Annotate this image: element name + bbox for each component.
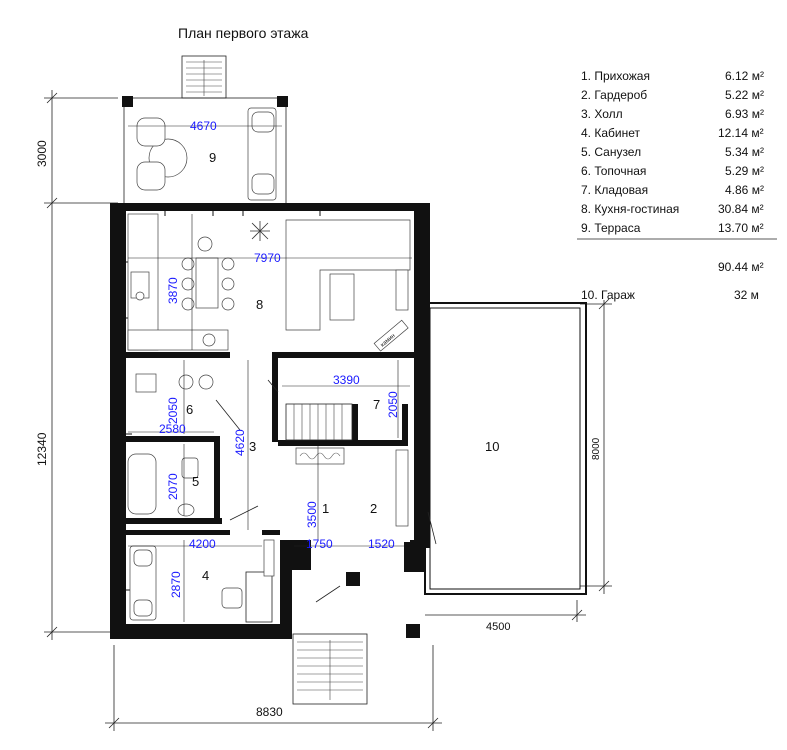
legend-room-name: 2. Гардероб bbox=[581, 88, 647, 102]
legend-room-area: 5.22 м² bbox=[725, 88, 764, 102]
office-depth-dim: 2870 bbox=[169, 571, 183, 598]
overall-height-dim: 12340 bbox=[35, 432, 49, 466]
legend-room-area: 13.70 м² bbox=[718, 221, 764, 235]
front-steps bbox=[292, 624, 420, 705]
legend-room-area: 12.14 м² bbox=[718, 126, 764, 140]
legend-room-name: 9. Терраса bbox=[581, 221, 641, 235]
kitchen-width-dim: 7970 bbox=[254, 251, 281, 265]
entry-length-dim: 3500 bbox=[305, 501, 319, 528]
area-legend: 1. Прихожая 6.12 м² 2. Гардероб 5.22 м² … bbox=[577, 69, 777, 302]
hall-length-dim: 4620 bbox=[233, 429, 247, 456]
room-number-4: 4 bbox=[202, 568, 209, 583]
legend-room-area: 30.84 м² bbox=[718, 202, 764, 216]
dimension-lines bbox=[44, 90, 612, 731]
room-number-2: 2 bbox=[370, 501, 377, 516]
room-number-5: 5 bbox=[192, 474, 199, 489]
legend-room-name: 5. Санузел bbox=[581, 145, 641, 159]
doors bbox=[215, 379, 437, 603]
entry-width-dim: 1750 bbox=[306, 537, 333, 551]
room-number-7: 7 bbox=[373, 397, 380, 412]
office-width-dim: 4200 bbox=[189, 537, 216, 551]
legend-garage-area: 32 м bbox=[734, 288, 759, 302]
garage bbox=[424, 302, 587, 595]
house-walls bbox=[110, 203, 430, 639]
legend-room-area: 5.29 м² bbox=[725, 164, 764, 178]
legend-room-name: 7. Кладовая bbox=[581, 183, 648, 197]
room-number-8: 8 bbox=[256, 297, 263, 312]
overall-width-dim: 8830 bbox=[256, 705, 283, 719]
plan-title: План первого этажа bbox=[178, 25, 309, 41]
room-number-10: 10 bbox=[485, 439, 499, 454]
boiler-depth-dim: 2050 bbox=[166, 397, 180, 424]
terrace-width-dim: 4670 bbox=[190, 119, 217, 133]
inner-dimension-lines bbox=[128, 125, 412, 622]
bath-depth-dim: 2070 bbox=[166, 473, 180, 500]
legend-room-area: 6.12 м² bbox=[725, 69, 764, 83]
pantry-depth-dim: 2050 bbox=[386, 391, 400, 418]
terrace bbox=[122, 55, 288, 205]
legend-room-name: 1. Прихожая bbox=[581, 69, 650, 83]
legend-total-area: 90.44 м² bbox=[718, 260, 764, 274]
terrace-depth-dim: 3000 bbox=[35, 140, 49, 167]
wardrobe-width-dim: 1520 bbox=[368, 537, 395, 551]
legend-room-area: 5.34 м² bbox=[725, 145, 764, 159]
garage-width-dim: 4500 bbox=[486, 621, 510, 633]
legend-room-area: 6.93 м² bbox=[725, 107, 764, 121]
garage-depth-dim: 8000 bbox=[591, 437, 602, 460]
boiler-room-equipment bbox=[135, 373, 214, 393]
room-number-1: 1 bbox=[322, 501, 329, 516]
kitchen-furniture: камин bbox=[127, 213, 411, 352]
stairs bbox=[285, 403, 353, 441]
legend-garage-name: 10. Гараж bbox=[581, 288, 635, 302]
room-number-9: 9 bbox=[209, 150, 216, 165]
room-number-6: 6 bbox=[186, 402, 193, 417]
legend-room-name: 4. Кабинет bbox=[581, 126, 640, 140]
legend-room-area: 4.86 м² bbox=[725, 183, 764, 197]
bathroom-fixtures bbox=[127, 453, 199, 517]
legend-room-name: 8. Кухня-гостиная bbox=[581, 202, 679, 216]
kitchen-depth-dim: 3870 bbox=[166, 277, 180, 304]
office-furniture bbox=[129, 539, 275, 623]
boiler-width-dim: 2580 bbox=[159, 422, 186, 436]
radiator bbox=[295, 447, 345, 465]
legend-room-name: 6. Топочная bbox=[581, 164, 646, 178]
wardrobe-shelves bbox=[395, 449, 409, 527]
legend-room-name: 3. Холл bbox=[581, 107, 623, 121]
pantry-width-dim: 3390 bbox=[333, 373, 360, 387]
room-number-3: 3 bbox=[249, 439, 256, 454]
